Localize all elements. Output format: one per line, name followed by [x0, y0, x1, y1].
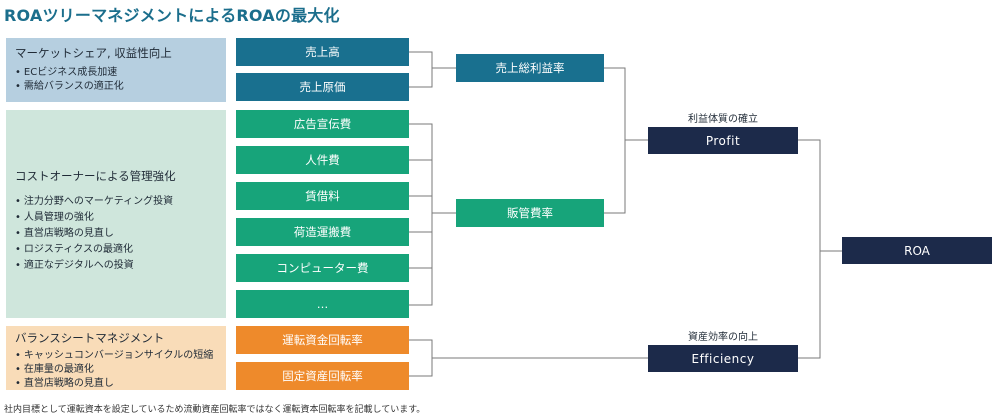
list-item: 人員管理の強化 — [15, 210, 217, 226]
list-item: 直営店戦略の見直し — [15, 377, 217, 391]
footnote: 社内目標として運転資本を設定しているため流動資産回転率ではなく運転資本回転率を記… — [4, 405, 426, 415]
list-item: 注力分野へのマーケティング投資 — [15, 194, 217, 210]
connector-line — [798, 139, 821, 359]
list-item: ロジスティクスの最適化 — [15, 242, 217, 258]
balance-sheet-panel: バランスシートマネジメント キャッシュコンバージョンサイクルの短縮 在庫量の最適… — [6, 326, 226, 390]
profit-label: 利益体質の確立 — [688, 114, 758, 125]
personnel-cost-box: 人件費 — [236, 146, 409, 174]
fixed-asset-turnover-box: 固定資産回転率 — [236, 362, 409, 390]
connector-line — [409, 123, 433, 306]
sga-ratio-box: 販管費率 — [456, 199, 604, 227]
working-capital-turnover-box: 運転資金回転率 — [236, 326, 409, 354]
connector-line — [409, 51, 433, 88]
more-costs-box: … — [236, 290, 409, 318]
list-item: 直営店戦略の見直し — [15, 226, 217, 242]
list-item: 需給バランスの適正化 — [15, 80, 217, 94]
market-share-panel: マーケットシェア, 収益性向上 ECビジネス成長加速 需給バランスの適正化 — [6, 38, 226, 102]
roa-box: ROA — [842, 237, 992, 264]
cost-owner-panel: コストオーナーによる管理強化 注力分野へのマーケティング投資 人員管理の強化 直… — [6, 110, 226, 318]
list-item: キャッシュコンバージョンサイクルの短縮 — [15, 349, 217, 363]
advertising-cost-box: 広告宣伝費 — [236, 110, 409, 138]
panel-title: マーケットシェア, 収益性向上 — [15, 46, 172, 60]
efficiency-box: Efficiency — [648, 345, 798, 372]
panel-title: コストオーナーによる管理強化 — [15, 169, 176, 183]
list-item: 適正なデジタルへの投資 — [15, 258, 217, 274]
list-item: ECビジネス成長加速 — [15, 66, 217, 80]
rent-box: 賃借料 — [236, 182, 409, 210]
efficiency-label: 資産効率の向上 — [688, 332, 758, 343]
cost-of-sales-box: 売上原価 — [236, 73, 409, 101]
panel-title: バランスシートマネジメント — [15, 331, 165, 345]
gross-margin-box: 売上総利益率 — [456, 54, 604, 82]
list-item: 在庫量の最適化 — [15, 363, 217, 377]
connector-line — [409, 339, 433, 377]
page-title: ROAツリーマネジメントによるROAの最大化 — [4, 6, 340, 25]
freight-cost-box: 荷造運搬費 — [236, 218, 409, 246]
sales-box: 売上高 — [236, 38, 409, 66]
profit-box: Profit — [648, 127, 798, 154]
computer-cost-box: コンピューター費 — [236, 254, 409, 282]
connector-line — [604, 67, 626, 214]
